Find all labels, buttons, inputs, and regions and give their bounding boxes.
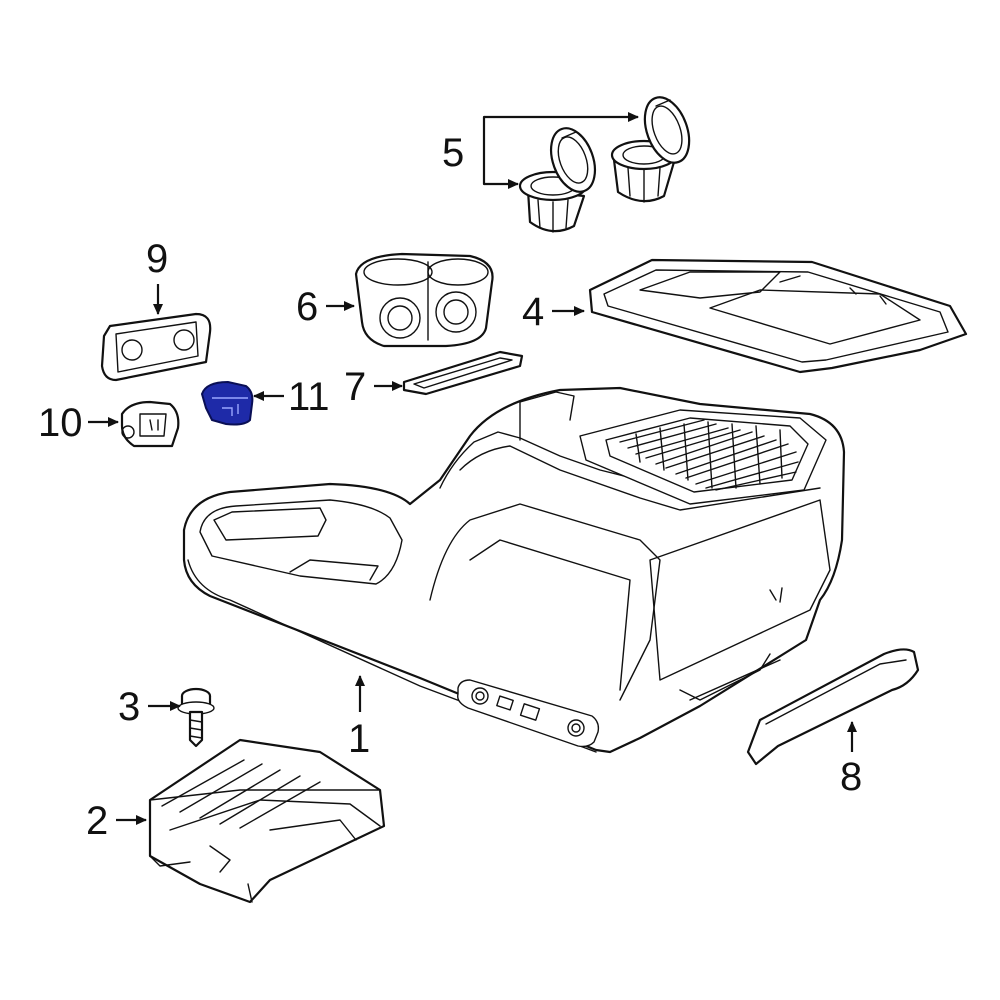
- part-4-console-top-bezel[interactable]: [588, 258, 968, 374]
- callout-4[interactable]: 4: [522, 290, 544, 334]
- callout-8[interactable]: 8: [840, 755, 862, 799]
- callout-11[interactable]: 11: [288, 375, 330, 419]
- callout-6[interactable]: 6: [296, 285, 318, 329]
- callout-2[interactable]: 2: [86, 799, 108, 843]
- callout-9[interactable]: 9: [146, 237, 168, 281]
- callout-1[interactable]: 1: [348, 717, 370, 761]
- cup-insert-left: [518, 127, 597, 233]
- part-9-switch-bezel[interactable]: [100, 312, 212, 382]
- rear-port-panel: [457, 679, 600, 748]
- part-6-cup-holder-housing[interactable]: [354, 252, 494, 348]
- part-10-switch[interactable]: [120, 400, 180, 448]
- part-7-console-mat[interactable]: [402, 350, 524, 396]
- part-2-mounting-bracket[interactable]: [148, 738, 386, 904]
- part-3-bolt[interactable]: [177, 687, 215, 748]
- part-5-cup-holder-inserts[interactable]: [518, 91, 697, 233]
- callout-3[interactable]: 3: [118, 685, 140, 729]
- part-11-usb-module-highlighted[interactable]: [200, 380, 254, 426]
- callout-5[interactable]: 5: [442, 131, 464, 175]
- part-1-floor-console[interactable]: [182, 386, 846, 754]
- part-8-trim-strip[interactable]: [746, 648, 920, 766]
- storage-bin-grid: [605, 417, 809, 493]
- cup-insert-right: [610, 96, 691, 203]
- callout-10[interactable]: 10: [38, 401, 83, 445]
- callout-7[interactable]: 7: [344, 365, 366, 409]
